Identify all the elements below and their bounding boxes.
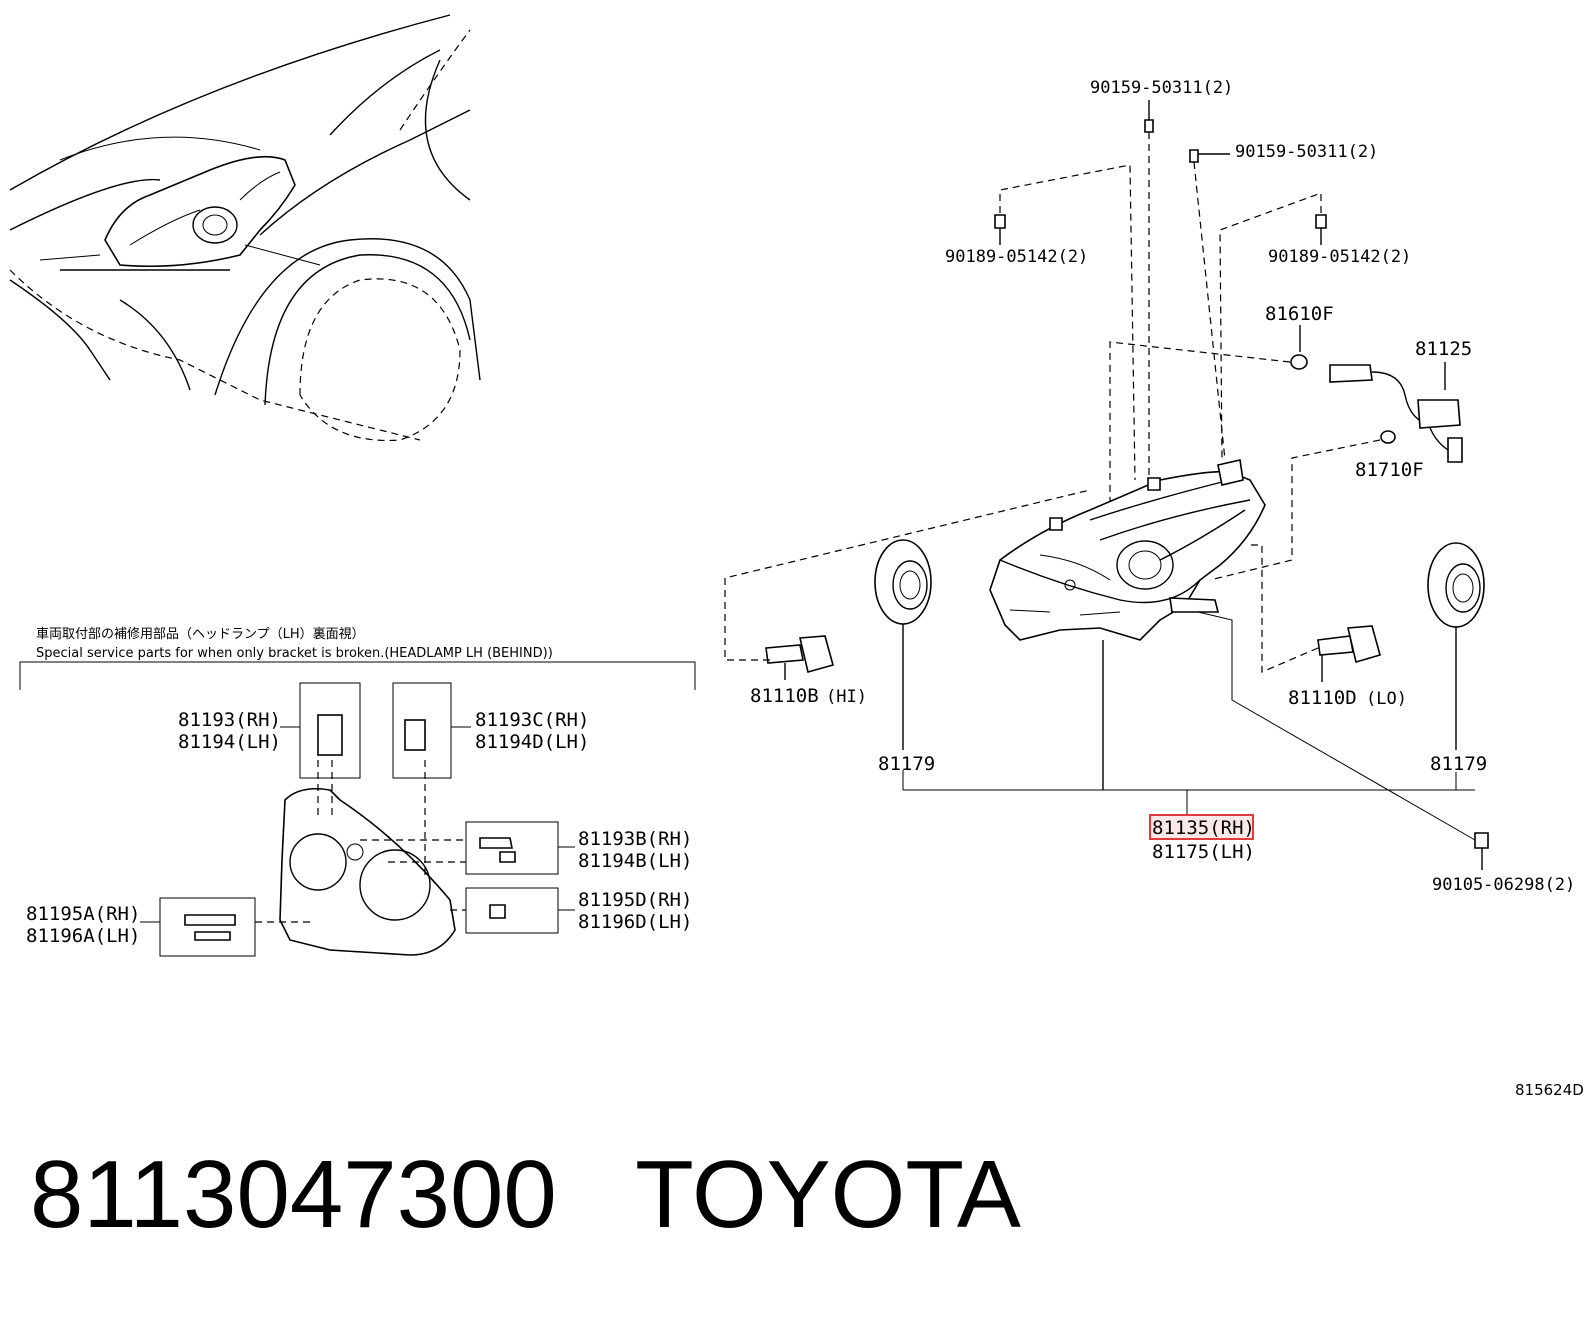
label-81135-rh: 81135(RH) bbox=[1152, 817, 1255, 839]
label-81194: 81194(LH) bbox=[178, 731, 281, 753]
label-81193: 81193(RH) bbox=[178, 709, 281, 731]
label-90189-left: 90189-05142(2) bbox=[945, 247, 1088, 267]
label-90159-top: 90159-50311(2) bbox=[1090, 78, 1233, 98]
label-81194b: 81194B(LH) bbox=[578, 850, 692, 872]
label-81179-left: 81179 bbox=[878, 753, 935, 775]
label-81195d: 81195D(RH) bbox=[578, 889, 692, 911]
note-english: Special service parts for when only brac… bbox=[36, 646, 553, 661]
headlamp-assembly-diagram: 90159-50311(2) 90159-50311(2) 90189-0514… bbox=[724, 78, 1584, 1099]
label-81110b-hi: (HI) bbox=[826, 687, 867, 707]
label-81194d: 81194D(LH) bbox=[475, 731, 589, 753]
label-90159-right: 90159-50311(2) bbox=[1235, 142, 1378, 162]
label-90189-right: 90189-05142(2) bbox=[1268, 247, 1411, 267]
note-japanese: 車両取付部の補修用部品（ヘッドランプ（LH）裏面視） bbox=[36, 627, 365, 642]
label-81610f: 81610F bbox=[1265, 303, 1334, 325]
footer-part-info: 8113047300 TOYOTA bbox=[30, 1140, 1021, 1250]
label-90105: 90105-06298(2) bbox=[1432, 875, 1575, 895]
label-81110d: 81110D bbox=[1288, 687, 1357, 709]
label-81193c: 81193C(RH) bbox=[475, 709, 589, 731]
label-81196d: 81196D(LH) bbox=[578, 911, 692, 933]
label-81193b: 81193B(RH) bbox=[578, 828, 692, 850]
bracket-subdiagram: 車両取付部の補修用部品（ヘッドランプ（LH）裏面視） Special servi… bbox=[19, 627, 696, 957]
label-81710f: 81710F bbox=[1355, 459, 1424, 481]
label-81125: 81125 bbox=[1415, 338, 1472, 360]
label-81175-lh: 81175(LH) bbox=[1152, 841, 1255, 863]
footer-brand: TOYOTA bbox=[635, 1141, 1021, 1248]
label-81195a: 81195A(RH) bbox=[26, 903, 140, 925]
car-front-illustration bbox=[9, 14, 481, 442]
footer-part-number: 8113047300 bbox=[30, 1141, 557, 1248]
label-81179-right: 81179 bbox=[1430, 753, 1487, 775]
highlight-81135 bbox=[1149, 814, 1254, 840]
label-81110d-lo: (LO) bbox=[1366, 689, 1407, 709]
drawing-code: 815624D bbox=[1515, 1081, 1584, 1099]
label-81196a: 81196A(LH) bbox=[26, 925, 140, 947]
label-81110b: 81110B bbox=[750, 685, 819, 707]
